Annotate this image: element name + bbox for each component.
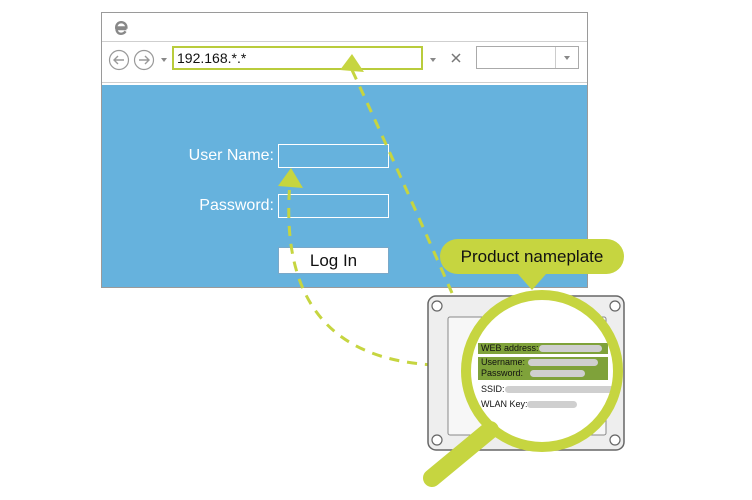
screw-top-right [609, 300, 621, 312]
nameplate-password-label: Password: [481, 368, 524, 378]
nameplate-web-address-label: WEB address: [481, 343, 539, 353]
arrowhead-address [340, 54, 364, 72]
history-dropdown-icon[interactable] [160, 56, 168, 64]
product-nameplate-callout: Product nameplate [440, 239, 624, 274]
web-address-value [539, 345, 602, 352]
username-value [528, 359, 598, 366]
magnifier-ring [461, 290, 623, 452]
password-value [530, 370, 585, 377]
forward-arrow-icon[interactable] [133, 49, 155, 71]
wlan-key-value [527, 401, 577, 408]
nameplate-ssid-label: SSID: [481, 384, 505, 394]
screw-bottom-right [609, 434, 621, 446]
nameplate-wlan-key-label: WLAN Key: [481, 399, 528, 409]
screw-bottom-left [431, 434, 443, 446]
password-input[interactable] [278, 194, 389, 218]
ssid-value [505, 386, 615, 393]
stop-button[interactable] [444, 47, 468, 69]
navigation-bar: 192.168.*.* [102, 41, 587, 83]
screw-top-left [431, 300, 443, 312]
close-icon [451, 53, 461, 63]
callout-pointer [518, 274, 546, 290]
arrow-to-address [350, 69, 454, 294]
arrow-to-username [287, 181, 436, 367]
chevron-down-icon [564, 56, 570, 60]
address-bar[interactable]: 192.168.*.* [172, 46, 423, 70]
arrowhead-username [278, 168, 303, 188]
back-arrow-icon[interactable] [108, 49, 130, 71]
magnifier-handle [423, 421, 499, 487]
internet-explorer-icon [114, 20, 128, 36]
username-label: User Name: [188, 147, 274, 164]
login-button[interactable]: Log In [278, 247, 389, 274]
username-input[interactable] [278, 144, 389, 168]
nameplate-username-label: Username: [481, 357, 526, 367]
address-dropdown-icon[interactable] [429, 56, 437, 64]
search-box[interactable] [476, 46, 579, 69]
password-label: Password: [199, 197, 274, 214]
title-bar [102, 13, 587, 41]
search-dropdown-button[interactable] [555, 47, 578, 68]
